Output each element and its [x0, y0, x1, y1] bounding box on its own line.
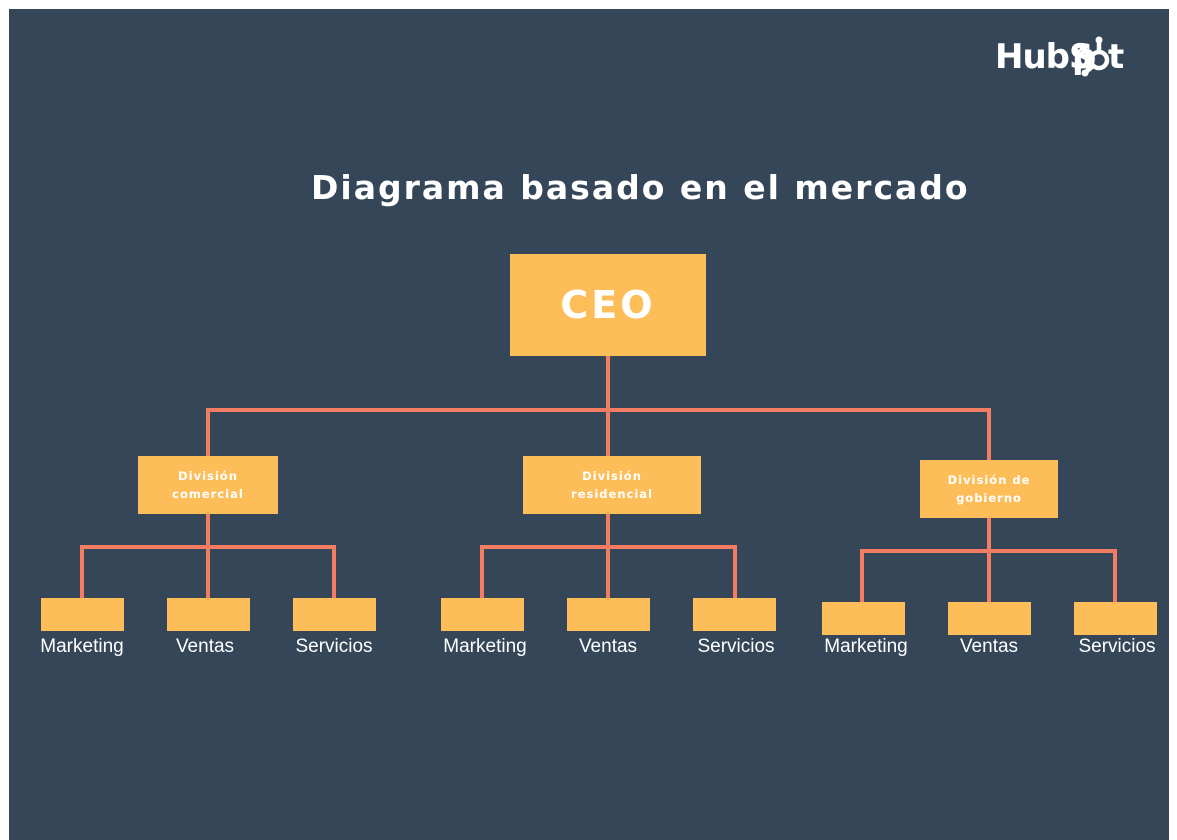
- division-3-dept-2-box: [948, 602, 1031, 635]
- division-1-dept-3-label: Servicios: [295, 636, 373, 657]
- division-residencial-label: División residencial: [571, 469, 653, 501]
- division-3-dept-3-box: [1074, 602, 1157, 635]
- division-1-dept-3-box: [293, 598, 376, 631]
- division-comercial-label: División comercial: [172, 469, 244, 501]
- division-2-dept-1-label: Marketing: [443, 636, 527, 657]
- division-comercial-box: División comercial: [138, 456, 278, 514]
- division-gobierno-label: División de gobierno: [947, 473, 1031, 505]
- diagram-panel: [9, 9, 1169, 840]
- svg-text:HubS: HubS: [995, 37, 1093, 77]
- division-2-dept-1-box: [441, 598, 524, 631]
- division-3-dept-3-label: Servicios: [1078, 636, 1156, 657]
- ceo-label: CEO: [560, 283, 656, 327]
- ceo-box: CEO: [510, 254, 706, 356]
- division-3-dept-1-box: [822, 602, 905, 635]
- division-2-dept-2-label: Ventas: [578, 636, 638, 657]
- division-1-dept-1-label: Marketing: [40, 636, 124, 657]
- svg-text:p: p: [1072, 37, 1096, 77]
- division-1-dept-2-box: [167, 598, 250, 631]
- division-2-dept-3-label: Servicios: [697, 636, 775, 657]
- division-2-dept-2-box: [567, 598, 650, 631]
- division-3-dept-2-label: Ventas: [959, 636, 1019, 657]
- svg-text:t: t: [1108, 37, 1124, 77]
- hubspot-logo: HubS p t: [995, 36, 1124, 77]
- division-1-dept-2-label: Ventas: [175, 636, 235, 657]
- division-2-dept-3-box: [693, 598, 776, 631]
- diagram-title: Diagrama basado en el mercado: [311, 168, 970, 207]
- division-1-dept-1-box: [41, 598, 124, 631]
- division-gobierno-box: División de gobierno: [920, 460, 1058, 518]
- division-residencial-box: División residencial: [523, 456, 701, 514]
- division-3-dept-1-label: Marketing: [824, 636, 908, 657]
